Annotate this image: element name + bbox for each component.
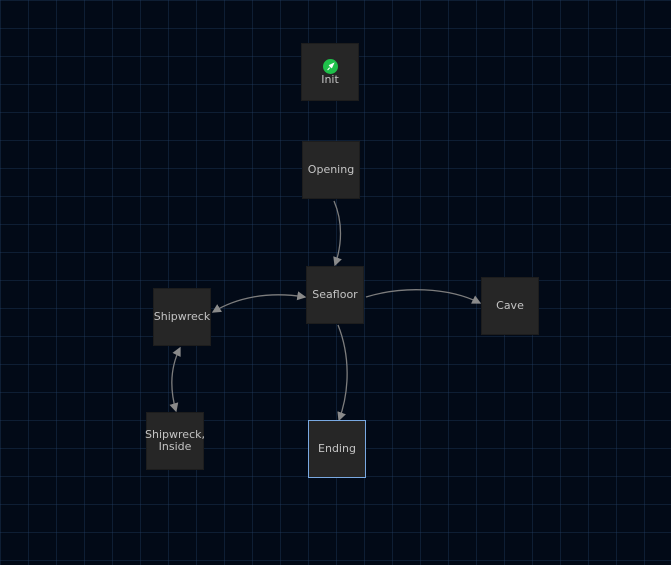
edge-seafloor-cave: [365, 289, 482, 304]
node-init[interactable]: Init: [301, 43, 359, 101]
node-label: Cave: [496, 299, 524, 312]
node-label: Shipwreck: [153, 310, 211, 323]
rocket-icon: [322, 58, 338, 74]
edge-shipwreck-shipwreck-inside: [169, 346, 181, 413]
node-label: Ending: [318, 442, 356, 455]
node-ending[interactable]: Ending: [308, 420, 366, 478]
edge-opening-seafloor: [333, 200, 342, 267]
node-label: Shipwreck, Inside: [145, 428, 205, 453]
node-shipwreck-inside[interactable]: Shipwreck, Inside: [145, 412, 205, 470]
edge-seafloor-shipwreck: [211, 291, 307, 313]
node-label: Init: [321, 72, 339, 86]
node-cave[interactable]: Cave: [481, 277, 539, 335]
node-shipwreck[interactable]: Shipwreck: [153, 288, 211, 346]
edge-seafloor-ending: [337, 324, 348, 422]
node-seafloor[interactable]: Seafloor: [306, 266, 364, 324]
node-label: Opening: [307, 163, 355, 176]
node-opening[interactable]: Opening: [302, 141, 360, 199]
node-label: Seafloor: [312, 288, 358, 301]
